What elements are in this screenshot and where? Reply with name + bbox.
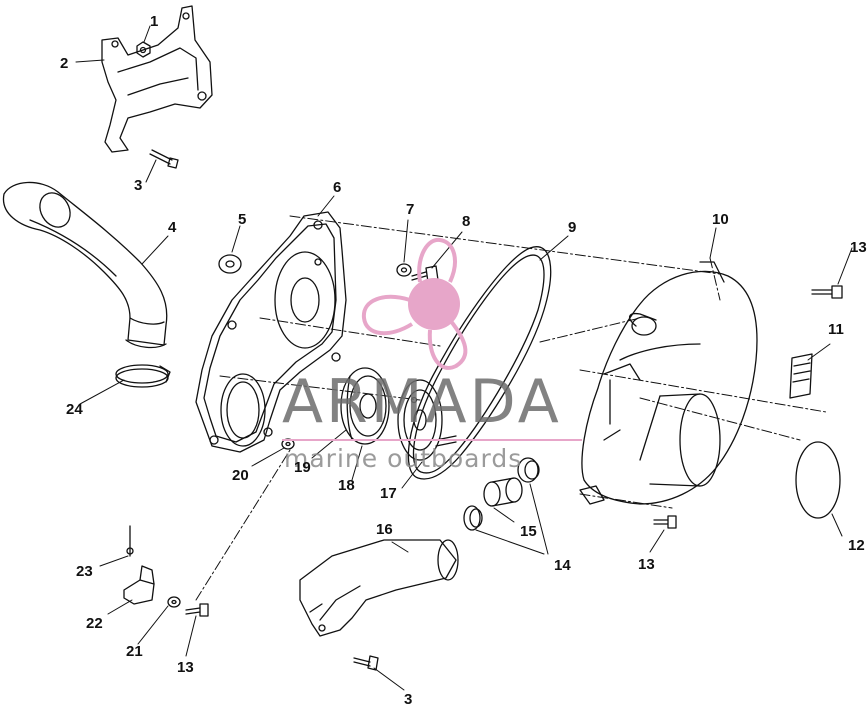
washer-part xyxy=(218,254,242,274)
lock-washer-part xyxy=(396,263,412,277)
callout-4: 4 xyxy=(168,219,177,236)
callout-6: 6 xyxy=(333,179,342,196)
inner-cover-part xyxy=(195,211,347,453)
bolt-part-top xyxy=(149,149,179,169)
hose-clamp-part xyxy=(115,364,171,388)
callout-19: 19 xyxy=(294,459,311,476)
bearing-sleeve-part xyxy=(483,477,523,507)
callout-8: 8 xyxy=(462,213,471,230)
callout-5: 5 xyxy=(238,211,247,228)
callout-13-right: 13 xyxy=(850,239,867,256)
bolt-part-housing xyxy=(653,515,677,529)
decal-part xyxy=(789,353,813,399)
outlet-elbow-part xyxy=(299,539,459,637)
callout-1: 1 xyxy=(150,13,159,30)
pulley-part xyxy=(340,367,390,445)
bolt-part-lower xyxy=(185,603,209,617)
callout-24: 24 xyxy=(66,401,83,418)
callout-13-housing: 13 xyxy=(638,556,655,573)
small-bracket-part xyxy=(123,565,155,605)
callout-16: 16 xyxy=(376,521,393,538)
callout-12: 12 xyxy=(848,537,865,554)
propeller-icon xyxy=(361,237,468,370)
callout-9: 9 xyxy=(568,219,577,236)
callout-15: 15 xyxy=(520,523,537,540)
callout-14: 14 xyxy=(554,557,571,574)
callout-21: 21 xyxy=(126,643,143,660)
callout-3-bottom: 3 xyxy=(404,691,413,707)
watermark-brand: ARMADA xyxy=(282,367,562,437)
cable-tie-part xyxy=(126,525,134,557)
callout-22: 22 xyxy=(86,615,103,632)
bushing-part xyxy=(463,457,540,531)
callout-10: 10 xyxy=(712,211,729,228)
belt-housing-part xyxy=(579,261,758,505)
callout-11: 11 xyxy=(828,321,844,338)
callout-7: 7 xyxy=(406,201,415,218)
callout-18: 18 xyxy=(338,477,355,494)
callout-17: 17 xyxy=(380,485,397,502)
hose-part xyxy=(2,181,168,349)
bracket-part xyxy=(101,5,213,153)
bolt-part-right xyxy=(811,285,843,299)
flat-washer-part xyxy=(167,596,181,608)
gasket-disc-part xyxy=(795,441,841,519)
callout-20: 20 xyxy=(232,467,249,484)
callout-2: 2 xyxy=(60,55,69,72)
callout-13-lower: 13 xyxy=(177,659,194,676)
watermark-tagline: marine outboards xyxy=(284,444,523,473)
callout-23: 23 xyxy=(76,563,93,580)
nut-part xyxy=(136,41,151,58)
callout-3-top: 3 xyxy=(134,177,143,194)
